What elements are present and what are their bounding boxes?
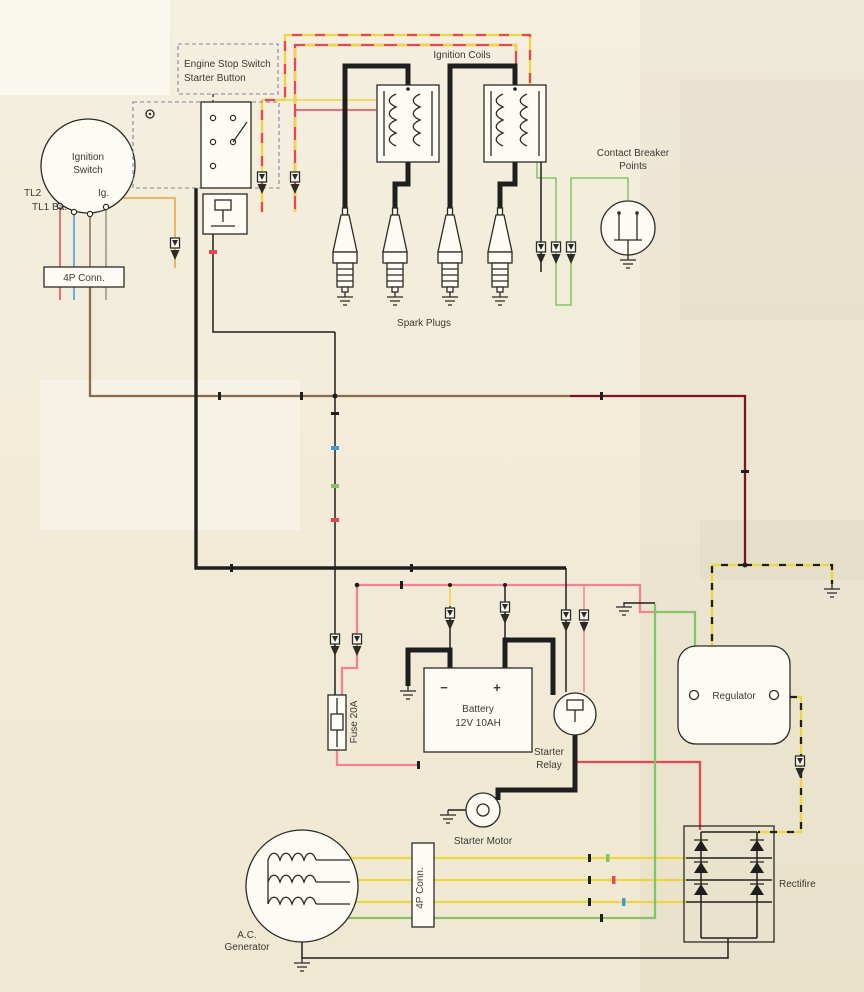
rectifier-label: Rectifire [779,879,816,890]
orange-wires [123,197,176,268]
battery: − + Battery 12V 10AH [399,667,533,753]
connector-4p-top-label: 4P Conn. [63,273,105,284]
ground-icon [823,583,841,598]
starter-relay: Starter Relay [534,692,597,771]
green-ticks [331,484,610,862]
fuse: Fuse 20A [327,694,360,751]
red-ticks [209,250,616,884]
engine-stop-switch-assembly: Engine Stop Switch Starter Button [132,43,280,235]
generator-label-line2: Generator [224,942,270,953]
starter-relay-label-line2: Relay [536,760,562,771]
diode-icon [693,861,709,874]
spark-plug-4 [487,207,513,306]
starter-button-block [202,193,248,235]
green-wires [340,161,697,920]
engine-stop-switch-label: Engine Stop Switch [184,59,271,70]
ignition-coil-2 [483,84,547,163]
starter-motor-label: Starter Motor [454,836,513,847]
terminal-ig [102,203,110,211]
junction-dots [332,393,748,765]
generator-label-line1: A.C. [237,930,256,941]
regulator-label: Regulator [712,691,756,702]
connector-4p-top: 4P Conn. [43,266,125,288]
battery-label-line1: Battery [462,704,494,715]
terminal-tl2 [56,202,64,210]
starter-relay-label-line1: Starter [534,747,565,758]
label-callout-box [177,43,279,95]
pink-wires [335,583,655,767]
terminal-label-ig: Ig. [98,188,109,199]
contact-breaker-points: Contact Breaker Points [597,148,670,269]
switch-panel [200,101,252,189]
ignition-coil-1 [376,84,440,163]
ignition-switch: Ignition Switch TL2 TL1 Ba. Ig. [24,118,136,218]
terminal-ba [86,210,94,218]
battery-plus-sign: + [493,680,501,695]
spark-plugs: Spark Plugs [332,207,513,329]
ground-icon [293,957,311,972]
regulator: Regulator [677,645,791,745]
ignition-switch-label-line2: Switch [73,165,102,176]
connector-4p-bottom-label: 4P Conn. [415,867,426,909]
dark-red-wires [570,394,747,565]
diode-icon [693,839,709,852]
blue-ticks [331,446,626,906]
spark-plug-1 [332,207,358,306]
ground-icon [399,685,417,700]
red-dash-overlay [260,33,532,212]
starter-button-label: Starter Button [184,73,246,84]
ground-icon [619,254,637,269]
red-wires [59,43,702,830]
battery-minus-sign: − [440,680,448,695]
diode-icon [693,883,709,896]
connector-4p-bottom: 4P Conn. [411,842,435,928]
terminal-label-tl2: TL2 [24,188,42,199]
ignition-switch-label-line1: Ignition [72,152,104,163]
contact-breaker-label-line1: Contact Breaker [597,148,670,159]
spark-plugs-label: Spark Plugs [397,318,451,329]
diode-icon [749,883,765,896]
terminal-tl1 [70,208,78,216]
fuse-label: Fuse 20A [349,700,360,743]
ignition-coils: Ignition Coils [376,50,547,163]
ac-generator: A.C. Generator [224,829,359,972]
starter-motor: Starter Motor [439,792,513,847]
ignition-coils-label: Ignition Coils [433,50,490,61]
contact-breaker-label-line2: Points [619,161,647,172]
diode-icon [749,861,765,874]
connector-ticks [218,392,749,922]
spark-plug-3 [437,207,463,306]
rectifier: Rectifire [683,825,816,943]
ground-icon [439,809,457,824]
ground-icon [615,601,633,616]
battery-label-line2: 12V 10AH [455,718,501,729]
diode-icon [749,839,765,852]
terminal-label-tl1-ba: TL1 Ba. [32,202,67,213]
brown-wires [88,214,570,398]
black-dash-overlay [710,563,834,834]
spark-plug-2 [382,207,408,306]
